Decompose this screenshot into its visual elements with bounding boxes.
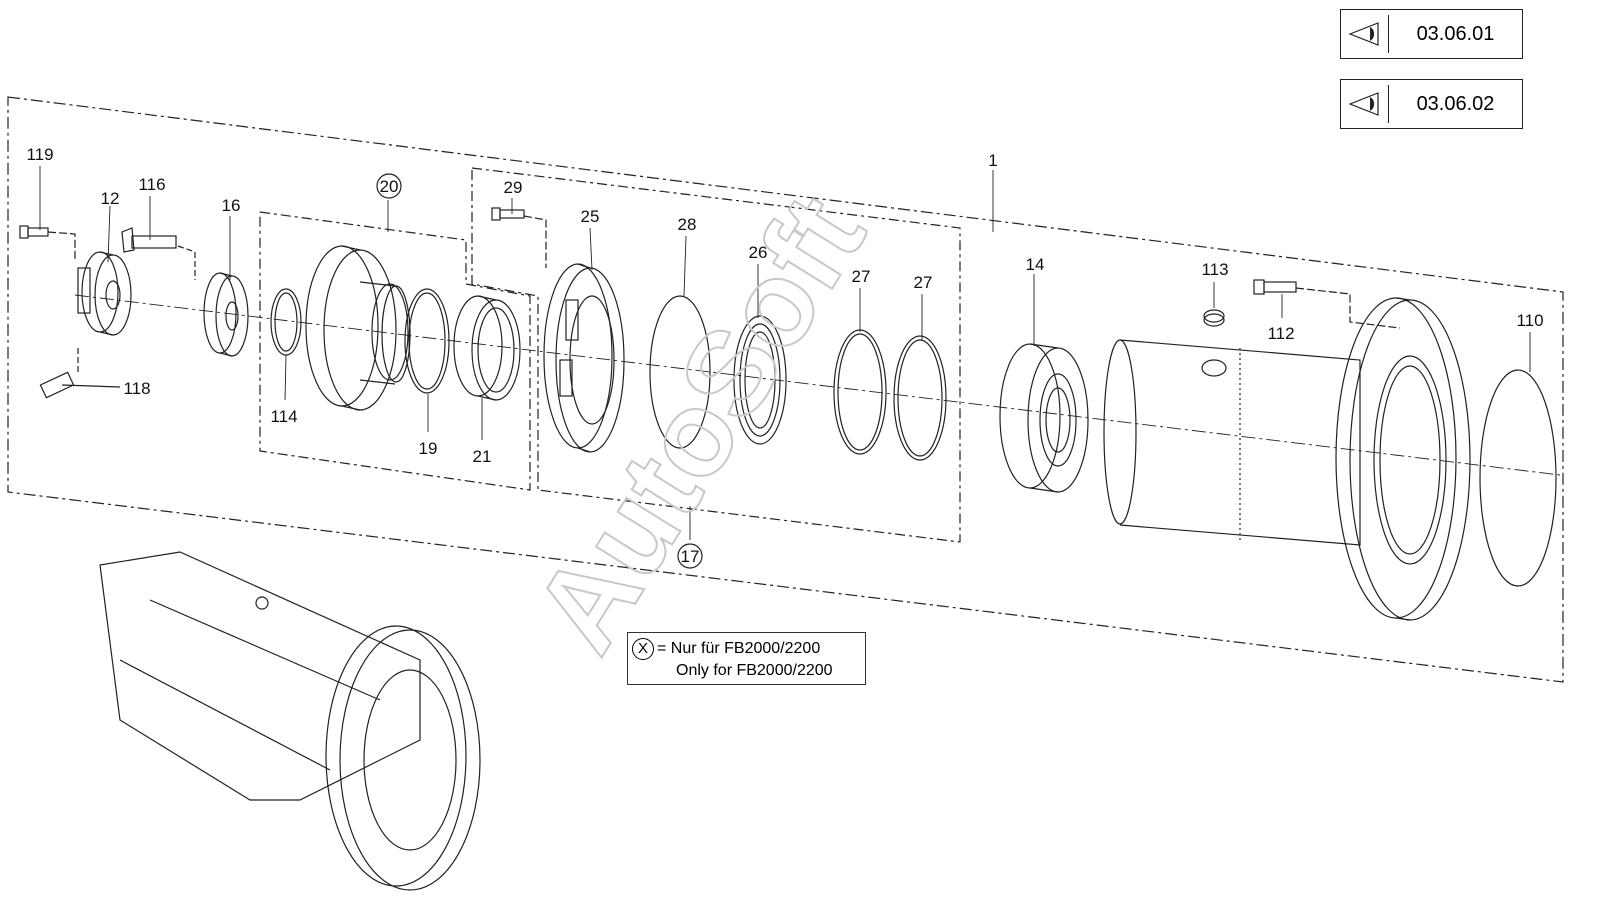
callout-29: 29 xyxy=(504,178,523,197)
bolt-112 xyxy=(1253,279,1401,329)
reference-code: 03.06.02 xyxy=(1416,92,1495,115)
note-line-2: Only for FB2000/2200 xyxy=(676,662,833,679)
callout-25: 25 xyxy=(581,207,600,226)
assembly-boundary xyxy=(7,96,1564,683)
callout-112: 112 xyxy=(1267,324,1294,343)
callout-17: 17 xyxy=(681,547,700,566)
note-marker: X xyxy=(632,638,654,660)
callout-1: 1 xyxy=(988,151,997,170)
callout-27b: 27 xyxy=(914,273,933,292)
callout-20: 20 xyxy=(380,177,399,196)
screw-116 xyxy=(121,227,196,280)
note-box: X = Nur für FB2000/2200 Only for FB2000/… xyxy=(627,632,866,685)
snap-ring-27b xyxy=(893,335,947,461)
callout-12: 12 xyxy=(101,189,120,208)
o-ring-110 xyxy=(1479,369,1557,587)
part-16-disc xyxy=(203,272,249,357)
callout-119: 119 xyxy=(26,145,53,164)
callout-14: 14 xyxy=(1026,255,1045,274)
o-ring-28 xyxy=(649,295,711,449)
callout-19: 19 xyxy=(419,439,438,458)
pin-118 xyxy=(39,348,121,399)
bearing-14 xyxy=(999,343,1089,493)
bolt-119 xyxy=(19,225,76,262)
cage-25 xyxy=(543,263,625,453)
group-20-boundary xyxy=(259,211,531,491)
callout-28: 28 xyxy=(678,215,697,234)
callout-27a: 27 xyxy=(852,267,871,286)
bushing-21 xyxy=(453,295,521,401)
callout-113: 113 xyxy=(1201,260,1228,279)
reference-button-2[interactable]: 03.06.02 xyxy=(1340,79,1523,129)
ring-26 xyxy=(733,315,787,445)
nut-113 xyxy=(1201,309,1227,377)
callout-116: 116 xyxy=(138,175,165,194)
callout-118: 118 xyxy=(123,379,150,398)
callout-110: 110 xyxy=(1516,311,1543,330)
part-12-coupling xyxy=(77,251,132,336)
callout-26: 26 xyxy=(749,243,768,262)
eye-icon xyxy=(1344,85,1389,123)
bolt-29 xyxy=(491,207,547,268)
reference-code: 03.06.01 xyxy=(1416,22,1495,45)
housing-flange xyxy=(1335,297,1471,621)
callout-21: 21 xyxy=(473,447,492,466)
ring-19 xyxy=(404,288,450,394)
callout-16: 16 xyxy=(222,196,241,215)
group-17-boundary xyxy=(471,167,961,543)
eye-icon xyxy=(1344,15,1389,53)
callout-114: 114 xyxy=(270,407,297,426)
housing-1 xyxy=(1103,339,1361,546)
leader-lines xyxy=(39,166,1531,540)
hub-20 xyxy=(305,245,411,411)
cutaway-view xyxy=(99,551,481,891)
reference-button-1[interactable]: 03.06.01 xyxy=(1340,9,1523,59)
note-line-1: = Nur für FB2000/2200 xyxy=(657,640,821,657)
